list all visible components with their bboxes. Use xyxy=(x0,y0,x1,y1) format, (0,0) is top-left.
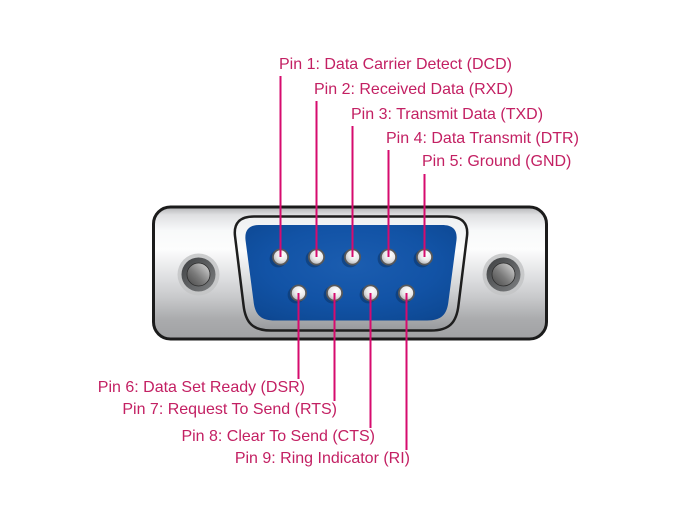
leader-lines xyxy=(279,76,426,450)
pin-1-label: Pin 1: Data Carrier Detect (DCD) xyxy=(279,56,512,73)
pin-8-label: Pin 8: Clear To Send (CTS) xyxy=(181,428,375,445)
screw-hole-left xyxy=(177,253,220,296)
pin-5-label: Pin 5: Ground (GND) xyxy=(422,153,572,170)
pin-4-label: Pin 4: Data Transmit (DTR) xyxy=(386,130,579,147)
screw-hole-right xyxy=(482,253,525,296)
pin-2-label: Pin 2: Received Data (RXD) xyxy=(314,81,514,98)
pin-5 xyxy=(413,248,433,268)
pin-3-label: Pin 3: Transmit Data (TXD) xyxy=(351,106,544,123)
pin-9-label: Pin 9: Ring Indicator (RI) xyxy=(234,450,410,467)
pin-7-label: Pin 7: Request To Send (RTS) xyxy=(122,401,337,418)
pin-6-label: Pin 6: Data Set Ready (DSR) xyxy=(97,379,305,396)
